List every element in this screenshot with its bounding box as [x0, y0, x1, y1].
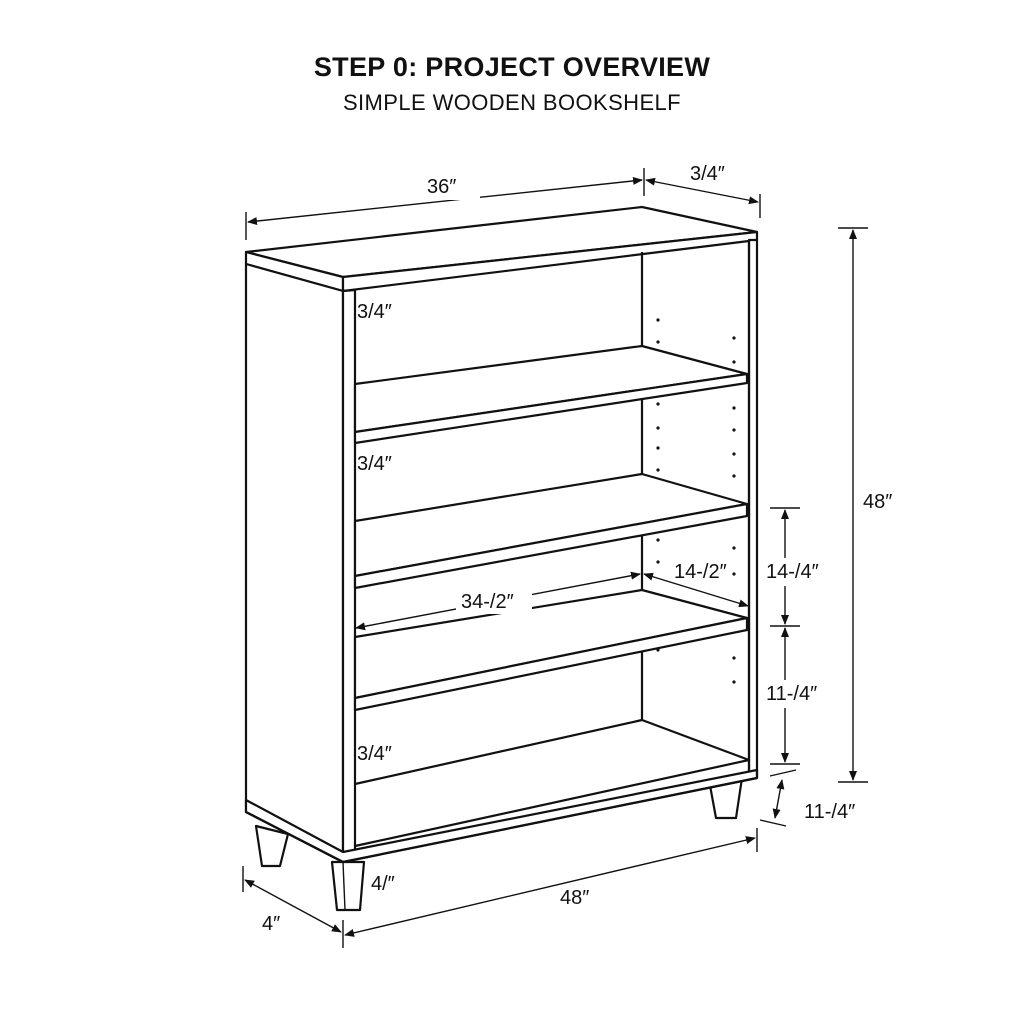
bottom-panel	[354, 718, 751, 848]
shelf-3-front	[353, 616, 749, 712]
leg-back-left	[254, 824, 290, 868]
dim-line-top-depth	[645, 177, 759, 205]
label-spacing-lower: 11-/4″	[766, 683, 817, 705]
leg-front	[330, 860, 366, 912]
label-base-width: 48″	[560, 887, 589, 909]
dim-line-base-width	[344, 836, 756, 937]
dim-line-leg-height	[772, 779, 785, 819]
label-leg-height: 11-/4″	[804, 801, 855, 823]
left-side-panel	[244, 262, 345, 864]
shelf-2-front	[353, 502, 749, 590]
shelf-1-front	[353, 372, 749, 445]
label-shelf-depth: 14-/2″	[674, 561, 727, 583]
dimension-labels: 36″ 3/4″ 48″ 3/4″ 3/4″ 3/4″ 34-/2″ 14-/2…	[262, 163, 904, 935]
label-shelf-width: 34-/2″	[461, 591, 514, 613]
label-overall-height: 48″	[863, 491, 892, 513]
label-leg: 4/″	[371, 873, 395, 895]
right-side-panel	[747, 238, 759, 774]
bookshelf-carcass	[244, 205, 759, 864]
diagram-subtitle: SIMPLE WOODEN BOOKSHELF	[342, 90, 682, 115]
left-side-front-edge	[341, 288, 357, 864]
label-shelf-thickness-1: 3/4″	[357, 301, 392, 323]
label-base-depth: 4″	[262, 913, 280, 935]
dim-line-base-depth	[244, 879, 342, 933]
dim-line-top-width	[247, 176, 643, 226]
label-top-depth: 3/4″	[690, 163, 725, 185]
label-shelf-thickness-3: 3/4″	[357, 743, 392, 765]
shelf-3	[353, 588, 749, 700]
dim-line-shelf-depth	[643, 572, 749, 608]
diagram-title: STEP 0: PROJECT OVERVIEW	[313, 52, 711, 82]
dimension-lines	[242, 168, 868, 948]
label-top-width: 36″	[427, 176, 456, 198]
shelf-pin-holes	[656, 318, 736, 684]
label-spacing-upper: 14-/4″	[766, 561, 819, 583]
label-shelf-thickness-2: 3/4″	[357, 453, 392, 475]
